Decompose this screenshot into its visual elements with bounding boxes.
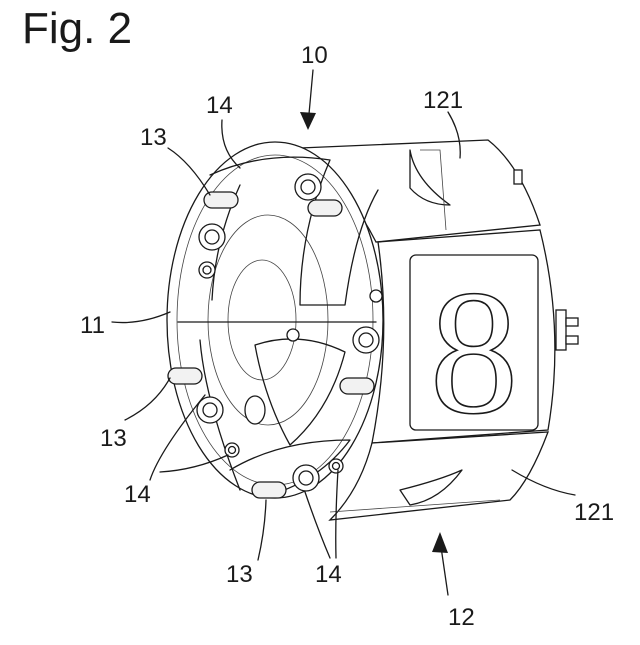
label-12: 12: [448, 604, 475, 631]
end-disc: [167, 142, 383, 498]
label-11: 11: [80, 312, 105, 339]
label-13-mid: 13: [100, 425, 127, 452]
label-14-mid: 14: [124, 481, 151, 508]
label-14-top: 14: [206, 92, 233, 119]
label-14-bottom: 14: [315, 561, 342, 588]
label-13-top: 13: [140, 124, 167, 151]
label-10: 10: [301, 42, 328, 69]
figure-title: Fig. 2: [22, 4, 132, 54]
drum-digit: 8: [430, 253, 519, 451]
label-121-top: 121: [423, 87, 463, 114]
label-13-bottom: 13: [226, 561, 253, 588]
label-121-bottom: 121: [574, 499, 614, 526]
